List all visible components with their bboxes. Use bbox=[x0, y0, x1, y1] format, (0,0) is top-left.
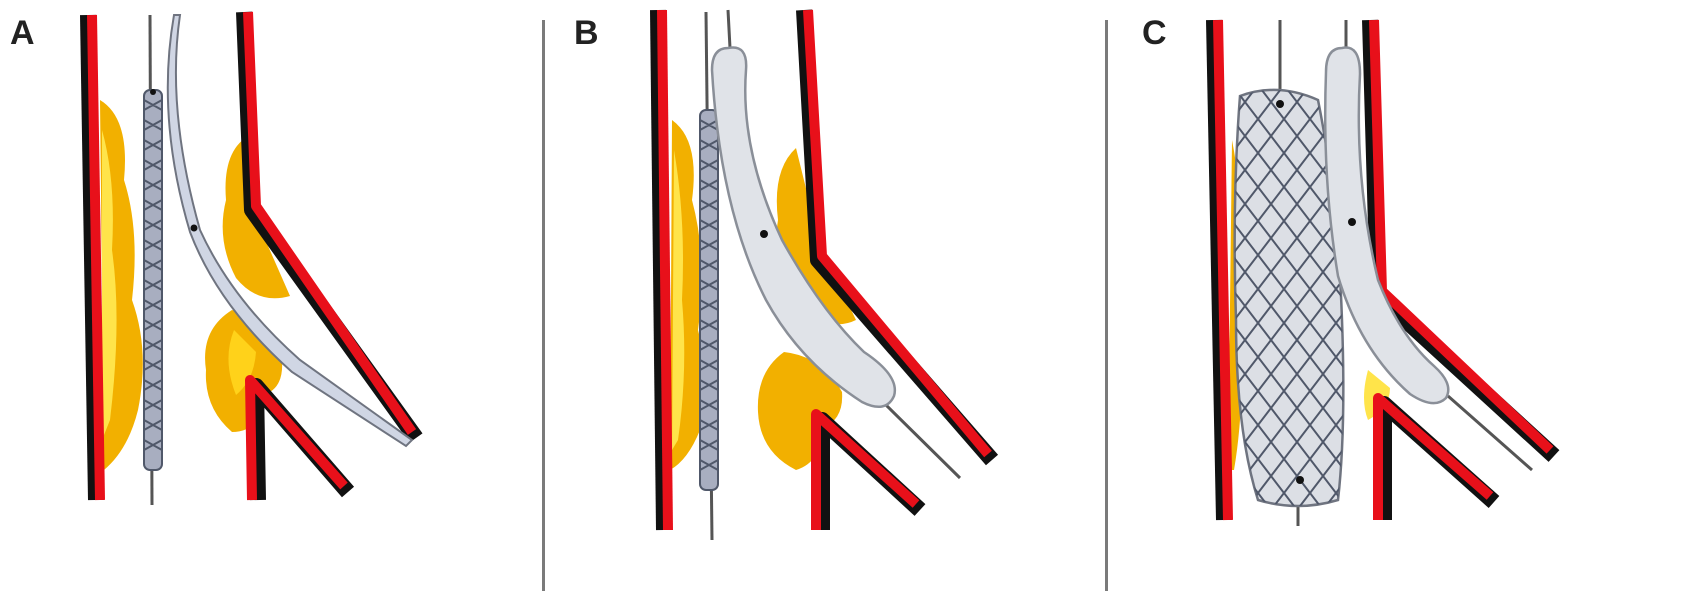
stent-marker-top bbox=[1276, 100, 1284, 108]
crimped-stent bbox=[700, 110, 718, 490]
main-vessel-left-wall bbox=[662, 10, 668, 530]
panel-a: A bbox=[0, 0, 590, 591]
carina-wall bbox=[816, 414, 916, 530]
balloon-marker bbox=[1348, 218, 1356, 226]
balloon-marker bbox=[191, 225, 198, 232]
stent-marker-bottom bbox=[1296, 476, 1304, 484]
balloon-marker bbox=[760, 230, 768, 238]
crimped-stent bbox=[144, 90, 162, 470]
divider-ab bbox=[542, 20, 545, 591]
side-branch-upper-wall-outline bbox=[1370, 20, 1554, 456]
panel-c-illustration bbox=[1128, 0, 1698, 591]
panel-c: C bbox=[1128, 0, 1698, 591]
panel-a-illustration bbox=[0, 0, 590, 591]
panel-b-illustration bbox=[560, 0, 1120, 591]
divider-bc bbox=[1105, 20, 1108, 591]
stent-marker-top bbox=[150, 89, 156, 95]
panel-b: B bbox=[560, 0, 1120, 591]
